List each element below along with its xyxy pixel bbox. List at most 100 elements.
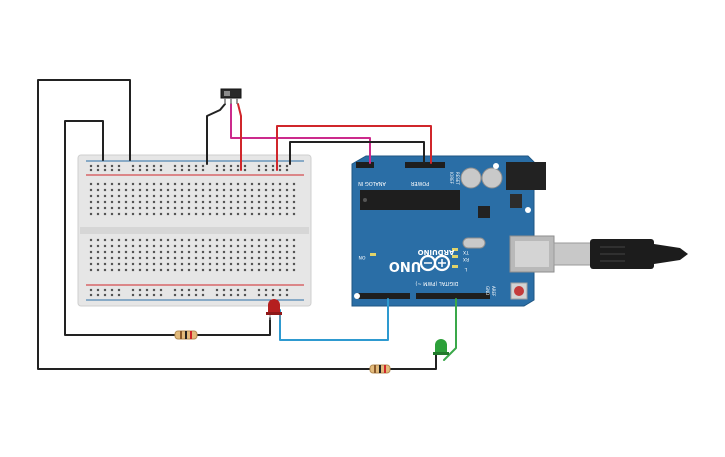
breadboard-hole[interactable] — [138, 164, 142, 168]
breadboard-hole[interactable] — [117, 288, 121, 292]
analog-header[interactable] — [356, 162, 374, 168]
breadboard-hole[interactable] — [278, 194, 282, 198]
wire-green-green-led[interactable] — [443, 298, 457, 361]
breadboard-hole[interactable] — [96, 238, 100, 242]
breadboard-hole[interactable] — [292, 268, 296, 272]
breadboard-hole[interactable] — [117, 164, 121, 168]
wire-black-red-led[interactable] — [196, 317, 271, 336]
breadboard-hole[interactable] — [117, 168, 121, 172]
breadboard-hole[interactable] — [271, 200, 275, 204]
breadboard-hole[interactable] — [222, 182, 226, 186]
wire-red-switch[interactable] — [237, 103, 242, 171]
breadboard-hole[interactable] — [89, 200, 93, 204]
arduino-uno[interactable]: UNO ARDUINO DIGITAL (PWM ~) ANALOG IN PO… — [351, 155, 555, 307]
breadboard-hole[interactable] — [264, 293, 268, 297]
breadboard-hole[interactable] — [96, 182, 100, 186]
breadboard-hole[interactable] — [159, 194, 163, 198]
breadboard-hole[interactable] — [222, 164, 226, 168]
breadboard-hole[interactable] — [215, 194, 219, 198]
breadboard-hole[interactable] — [271, 164, 275, 168]
breadboard-hole[interactable] — [152, 182, 156, 186]
breadboard-hole[interactable] — [250, 194, 254, 198]
breadboard-hole[interactable] — [201, 168, 205, 172]
breadboard-hole[interactable] — [194, 238, 198, 242]
breadboard-hole[interactable] — [110, 244, 114, 248]
breadboard-hole[interactable] — [271, 238, 275, 242]
breadboard-hole[interactable] — [250, 262, 254, 266]
breadboard-hole[interactable] — [138, 256, 142, 260]
breadboard-hole[interactable] — [145, 256, 149, 260]
breadboard-hole[interactable] — [124, 268, 128, 272]
breadboard-hole[interactable] — [89, 194, 93, 198]
breadboard-hole[interactable] — [138, 262, 142, 266]
breadboard-hole[interactable] — [103, 293, 107, 297]
breadboard-hole[interactable] — [166, 188, 170, 192]
breadboard-hole[interactable] — [285, 212, 289, 216]
breadboard-hole[interactable] — [215, 182, 219, 186]
breadboard-hole[interactable] — [292, 212, 296, 216]
breadboard-hole[interactable] — [117, 206, 121, 210]
breadboard-hole[interactable] — [173, 250, 177, 254]
breadboard-hole[interactable] — [194, 262, 198, 266]
breadboard-hole[interactable] — [271, 262, 275, 266]
breadboard-hole[interactable] — [271, 206, 275, 210]
wire-red-5v[interactable] — [276, 125, 432, 171]
breadboard-hole[interactable] — [187, 288, 191, 292]
breadboard-hole[interactable] — [110, 200, 114, 204]
breadboard-hole[interactable] — [236, 256, 240, 260]
breadboard-hole[interactable] — [145, 200, 149, 204]
breadboard-hole[interactable] — [215, 262, 219, 266]
breadboard-hole[interactable] — [229, 244, 233, 248]
breadboard-hole[interactable] — [124, 188, 128, 192]
breadboard-hole[interactable] — [215, 212, 219, 216]
breadboard-hole[interactable] — [138, 268, 142, 272]
breadboard-hole[interactable] — [138, 188, 142, 192]
breadboard-hole[interactable] — [131, 288, 135, 292]
breadboard-hole[interactable] — [145, 238, 149, 242]
breadboard-hole[interactable] — [278, 288, 282, 292]
breadboard-hole[interactable] — [103, 188, 107, 192]
breadboard-hole[interactable] — [166, 244, 170, 248]
breadboard-hole[interactable] — [229, 256, 233, 260]
breadboard-hole[interactable] — [229, 262, 233, 266]
breadboard-hole[interactable] — [243, 262, 247, 266]
breadboard-hole[interactable] — [110, 250, 114, 254]
breadboard-hole[interactable] — [264, 194, 268, 198]
breadboard-hole[interactable] — [292, 182, 296, 186]
breadboard-hole[interactable] — [173, 256, 177, 260]
slide-switch[interactable] — [220, 88, 242, 104]
breadboard-hole[interactable] — [208, 244, 212, 248]
breadboard-hole[interactable] — [271, 182, 275, 186]
wire-black-outer[interactable] — [37, 79, 371, 370]
breadboard-hole[interactable] — [173, 212, 177, 216]
breadboard-hole[interactable] — [173, 268, 177, 272]
breadboard-hole[interactable] — [110, 262, 114, 266]
breadboard-hole[interactable] — [96, 268, 100, 272]
breadboard-hole[interactable] — [103, 164, 107, 168]
breadboard-hole[interactable] — [264, 168, 268, 172]
wire-blue-red-led[interactable] — [279, 298, 389, 341]
breadboard-hole[interactable] — [271, 244, 275, 248]
breadboard-hole[interactable] — [271, 212, 275, 216]
breadboard-hole[interactable] — [180, 164, 184, 168]
breadboard-hole[interactable] — [285, 238, 289, 242]
breadboard-hole[interactable] — [215, 168, 219, 172]
breadboard-hole[interactable] — [271, 268, 275, 272]
breadboard-hole[interactable] — [278, 244, 282, 248]
breadboard-hole[interactable] — [257, 288, 261, 292]
breadboard-hole[interactable] — [264, 262, 268, 266]
breadboard-hole[interactable] — [96, 256, 100, 260]
breadboard-hole[interactable] — [173, 194, 177, 198]
breadboard-hole[interactable] — [236, 188, 240, 192]
breadboard-hole[interactable] — [208, 200, 212, 204]
breadboard-hole[interactable] — [271, 293, 275, 297]
breadboard-hole[interactable] — [250, 200, 254, 204]
breadboard-hole[interactable] — [96, 168, 100, 172]
breadboard-hole[interactable] — [285, 200, 289, 204]
breadboard-hole[interactable] — [285, 293, 289, 297]
digital-header-high[interactable] — [416, 293, 490, 299]
breadboard-hole[interactable] — [208, 256, 212, 260]
breadboard-hole[interactable] — [278, 293, 282, 297]
breadboard-hole[interactable] — [222, 288, 226, 292]
breadboard-hole[interactable] — [145, 244, 149, 248]
